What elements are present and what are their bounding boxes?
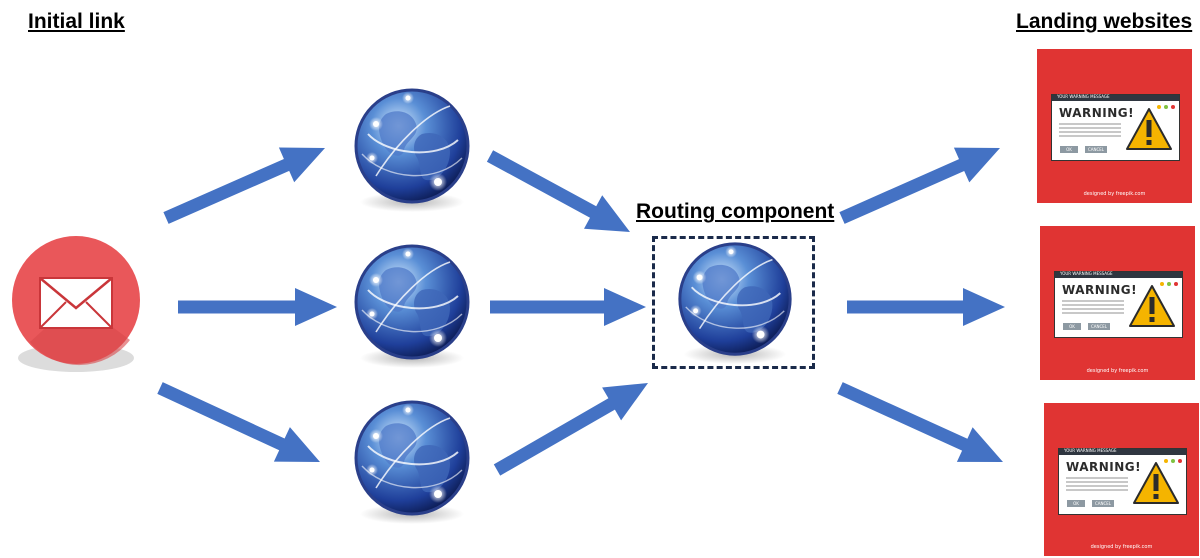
credit-text: designed by freepik.com (1090, 544, 1153, 550)
landing-site-2: YOUR WARNING MESSAGE WARNING! OK CANCEL … (1040, 226, 1195, 380)
ok-button: OK (1060, 146, 1078, 153)
credit-text: designed by freepik.com (1086, 368, 1149, 374)
warning-window: YOUR WARNING MESSAGE WARNING! OK CANCEL (1051, 94, 1180, 161)
globe-icon (346, 396, 478, 528)
credit-text: designed by freepik.com (1083, 191, 1146, 197)
arrow-router-to-site-2 (847, 288, 1005, 326)
arrow-email-to-globe-bot (157, 382, 320, 462)
routing-component-box (652, 236, 815, 369)
ok-button: OK (1067, 500, 1085, 507)
warning-triangle-icon (1133, 462, 1179, 504)
cancel-button: CANCEL (1088, 323, 1110, 330)
arrow-email-to-globe-mid (178, 288, 337, 326)
window-title: YOUR WARNING MESSAGE (1060, 271, 1113, 276)
warning-window: YOUR WARNING MESSAGE WARNING! OK CANCEL (1054, 271, 1183, 338)
initial-link-heading: Initial link (28, 10, 125, 33)
warning-window: YOUR WARNING MESSAGE WARNING! OK CANCEL (1058, 448, 1187, 515)
warning-title: WARNING! (1066, 460, 1142, 474)
warning-triangle-icon (1126, 108, 1172, 150)
landing-site-1: YOUR WARNING MESSAGE WARNING! OK CANCEL … (1037, 49, 1192, 203)
warning-triangle-icon (1129, 285, 1175, 327)
arrow-globe-top-to-router (486, 150, 630, 232)
window-title: YOUR WARNING MESSAGE (1064, 448, 1117, 453)
arrow-router-to-site-1 (839, 147, 1000, 224)
cancel-button: CANCEL (1092, 500, 1114, 507)
landing-site-3: YOUR WARNING MESSAGE WARNING! OK CANCEL … (1044, 403, 1199, 556)
landing-websites-heading: Landing websites (1016, 10, 1193, 33)
warning-title: WARNING! (1059, 106, 1135, 120)
globe-icon (346, 240, 478, 372)
warning-title: WARNING! (1062, 283, 1138, 297)
routing-component-heading: Routing component (636, 200, 835, 223)
envelope-icon (12, 236, 140, 372)
globe-icon (670, 238, 800, 368)
ok-button: OK (1063, 323, 1081, 330)
arrow-globe-bot-to-router (493, 383, 648, 476)
globe-icon (346, 84, 478, 216)
arrow-router-to-site-3 (837, 382, 1003, 462)
cancel-button: CANCEL (1085, 146, 1107, 153)
arrow-globe-mid-to-router (490, 288, 646, 326)
arrow-email-to-globe-top (163, 147, 325, 224)
window-title: YOUR WARNING MESSAGE (1057, 94, 1110, 99)
